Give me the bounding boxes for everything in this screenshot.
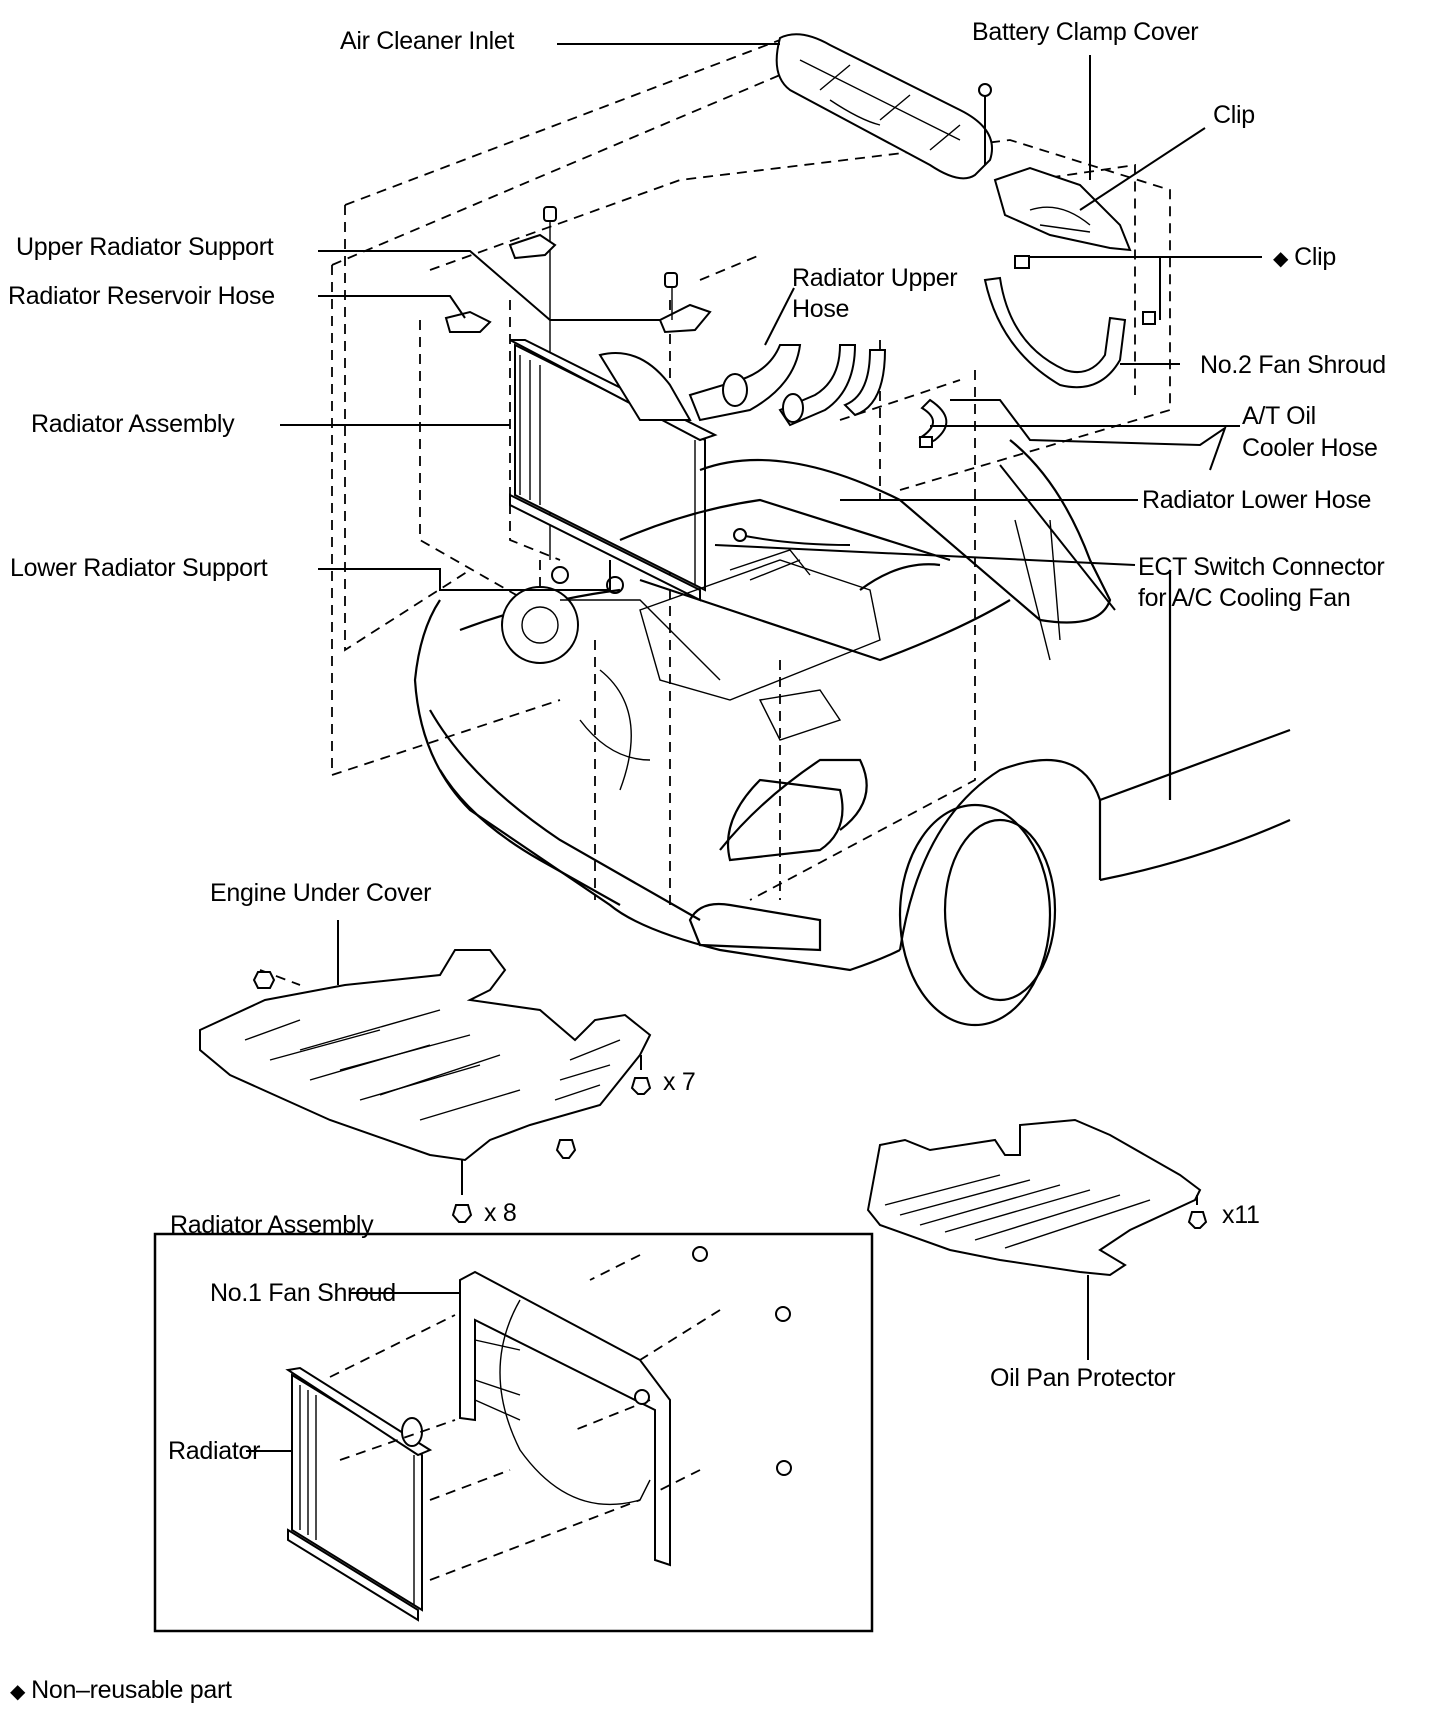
label-radiator-lower-hose: Radiator Lower Hose	[1142, 486, 1372, 514]
label-lower-radiator-support: Lower Radiator Support	[10, 554, 268, 582]
label-no2-fan-shroud: No.2 Fan Shroud	[1200, 351, 1386, 379]
no2-fan-shroud-part	[983, 255, 1156, 389]
label-at-oil-cooler-hose-line1: A/T Oil	[1242, 402, 1316, 430]
label-at-oil-cooler-hose-line2: Cooler Hose	[1242, 434, 1378, 462]
label-battery-clamp-cover: Battery Clamp Cover	[972, 18, 1199, 46]
radiator-assembly-inset	[153, 1232, 874, 1633]
label-no1-fan-shroud: No.1 Fan Shroud	[210, 1279, 396, 1307]
hoses-parts	[688, 344, 948, 546]
fastener-count-under-cover-right: x 7	[663, 1068, 696, 1096]
diamond-icon: ◆	[1273, 248, 1289, 270]
radiator-assembly-part	[509, 339, 718, 602]
car-body	[413, 439, 1291, 1027]
label-inset-radiator-assembly: Radiator Assembly	[170, 1211, 374, 1239]
label-at-oil-cooler-hose: A/T Oil Cooler Hose	[1242, 400, 1378, 464]
label-clip-nonreusable: ◆Clip	[1273, 242, 1336, 274]
label-ect-switch-connector: ECT Switch Connector for A/C Cooling Fan	[1138, 552, 1385, 614]
air-cleaner-inlet-part	[775, 33, 993, 180]
label-radiator-assembly: Radiator Assembly	[31, 410, 235, 438]
legend-text: Non–reusable part	[31, 1676, 232, 1704]
oil-pan-protector-part	[866, 1118, 1208, 1360]
fastener-count-oil-pan-protector: x11	[1222, 1201, 1260, 1229]
label-air-cleaner-inlet: Air Cleaner Inlet	[340, 27, 515, 55]
label-clip-nonreusable-text: Clip	[1294, 243, 1336, 271]
diamond-icon: ◆	[10, 1681, 26, 1703]
label-radiator-upper-hose-line2: Hose	[792, 295, 850, 323]
label-ect-switch-line2: for A/C Cooling Fan	[1138, 584, 1351, 612]
label-upper-radiator-support: Upper Radiator Support	[16, 233, 274, 261]
label-clip: Clip	[1213, 101, 1255, 129]
legend-nonreusable-part: ◆Non–reusable part	[10, 1675, 232, 1707]
battery-clamp-cover-part	[993, 166, 1132, 252]
leader-lines	[280, 43, 1262, 611]
label-radiator-upper-hose: Radiator Upper Hose	[792, 263, 958, 325]
label-radiator-upper-hose-line1: Radiator Upper	[792, 264, 958, 292]
label-radiator: Radiator	[168, 1437, 261, 1465]
label-oil-pan-protector: Oil Pan Protector	[990, 1364, 1176, 1392]
engine-under-cover-part	[199, 920, 652, 1223]
label-radiator-reservoir-hose: Radiator Reservoir Hose	[8, 282, 275, 310]
fastener-count-under-cover-bottom: x 8	[484, 1199, 517, 1227]
label-ect-switch-line1: ECT Switch Connector	[1138, 553, 1385, 581]
label-engine-under-cover: Engine Under Cover	[210, 879, 432, 907]
